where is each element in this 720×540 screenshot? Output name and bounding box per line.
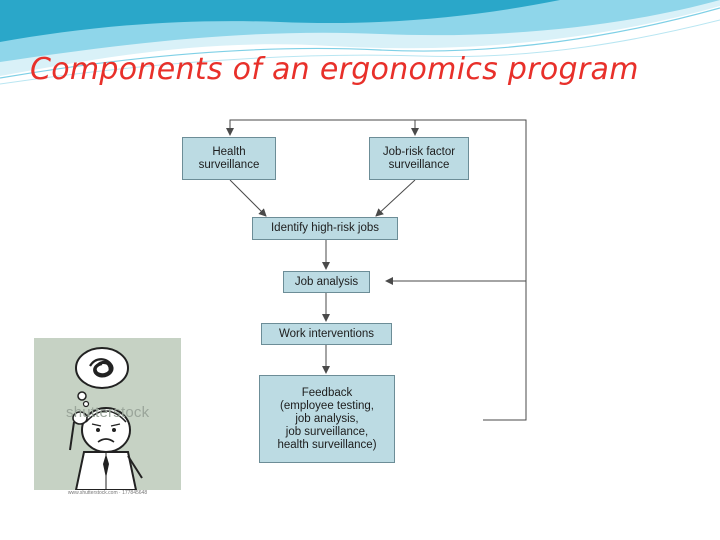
node-feedback-line2: (employee testing, [280,399,374,412]
node-jobrisk-line1: Job-risk factor [382,145,456,158]
flowchart-connectors [226,119,527,421]
node-analysis-label: Job analysis [294,275,359,288]
node-work-interventions: Work interventions [261,323,392,345]
illustration-caption: www.shutterstock.com · 177845648 [67,490,148,496]
node-feedback: Feedback (employee testing, job analysis… [259,375,395,463]
node-health-line2: surveillance [198,158,260,171]
slide-title: Components of an ergonomics program [30,52,639,87]
node-identify-high-risk-jobs: Identify high-risk jobs [252,217,398,240]
node-feedback-line4: job surveillance, [285,425,369,438]
watermark-text: shutterstock [66,404,150,421]
confused-man-illustration: shutterstock www.shutterstock.com · 1778… [34,338,181,496]
header-swoosh-decoration [0,0,720,85]
node-jobrisk-line2: surveillance [388,158,450,171]
node-job-analysis: Job analysis [283,271,370,293]
node-interventions-label: Work interventions [278,327,375,340]
node-feedback-line1: Feedback [301,386,353,399]
node-feedback-line3: job analysis, [295,412,359,425]
arrow-health-identify [229,179,267,217]
loop-line-right [226,119,527,421]
node-identify-label: Identify high-risk jobs [270,222,380,234]
arrow-jobrisk-identify [375,179,416,217]
confused-man-icon [69,347,143,490]
node-feedback-line5: health surveillance) [277,438,377,451]
node-job-risk-factor-surveillance: Job-risk factor surveillance [369,137,469,180]
node-health-line1: Health [212,145,246,158]
ergonomics-flowchart: Health surveillance Job-risk factor surv… [178,112,530,468]
node-health-surveillance: Health surveillance [182,137,276,180]
